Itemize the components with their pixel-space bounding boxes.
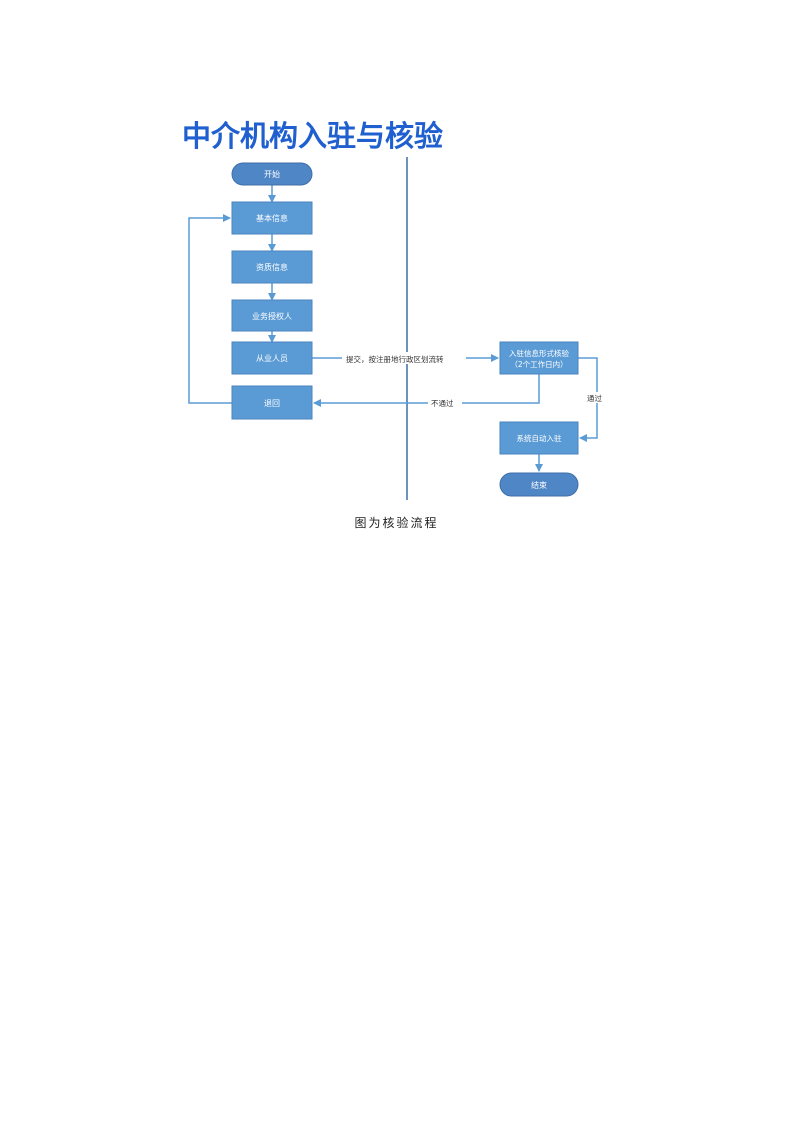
node-return-label: 退回 xyxy=(264,399,280,408)
node-form-check: 入驻信息形式核验 （2个工作日内） xyxy=(499,341,579,375)
node-auto-entry: 系统自动入驻 xyxy=(499,421,579,455)
node-end-label: 结束 xyxy=(531,480,547,490)
node-basic-info-label: 基本信息 xyxy=(256,213,288,223)
node-start: 开始 xyxy=(231,162,313,186)
edge-label-submit: 提交，按注册地行政区划流转 xyxy=(346,354,444,364)
node-start-label: 开始 xyxy=(264,169,280,179)
flowchart-diagram: 中介机构入驻与核验 提交，按注册地行政区划流转 不通过 通过 开始 基本信息 资… xyxy=(182,119,607,500)
diagram-title: 中介机构入驻与核验 xyxy=(182,119,443,153)
node-basic-info: 基本信息 xyxy=(231,201,313,235)
edge-label-bg xyxy=(428,397,462,408)
node-return: 退回 xyxy=(231,385,313,420)
node-employees-label: 从业人员 xyxy=(256,353,288,363)
node-qualification-info: 资质信息 xyxy=(231,250,313,284)
node-auto-entry-label: 系统自动入驻 xyxy=(517,433,562,443)
node-employees: 从业人员 xyxy=(231,341,313,375)
node-business-authorizer-label: 业务授权人 xyxy=(252,311,292,321)
edge-label-passed: 通过 xyxy=(587,393,602,403)
node-end: 结束 xyxy=(499,472,579,497)
arrow-return-loop-to-basic xyxy=(188,214,232,404)
arrow-check-to-return xyxy=(313,374,540,407)
figure-caption: 图为核验流程 xyxy=(354,516,439,530)
node-qualification-info-label: 资质信息 xyxy=(256,262,288,272)
edge-label-bg xyxy=(342,352,466,364)
edge-label-bg xyxy=(585,392,607,403)
node-business-authorizer: 业务授权人 xyxy=(231,299,313,332)
node-form-check-label-line1: 入驻信息形式核验 xyxy=(509,348,569,358)
edge-label-not-passed: 不通过 xyxy=(431,398,454,408)
node-form-check-label-line2: （2个工作日内） xyxy=(510,359,567,369)
